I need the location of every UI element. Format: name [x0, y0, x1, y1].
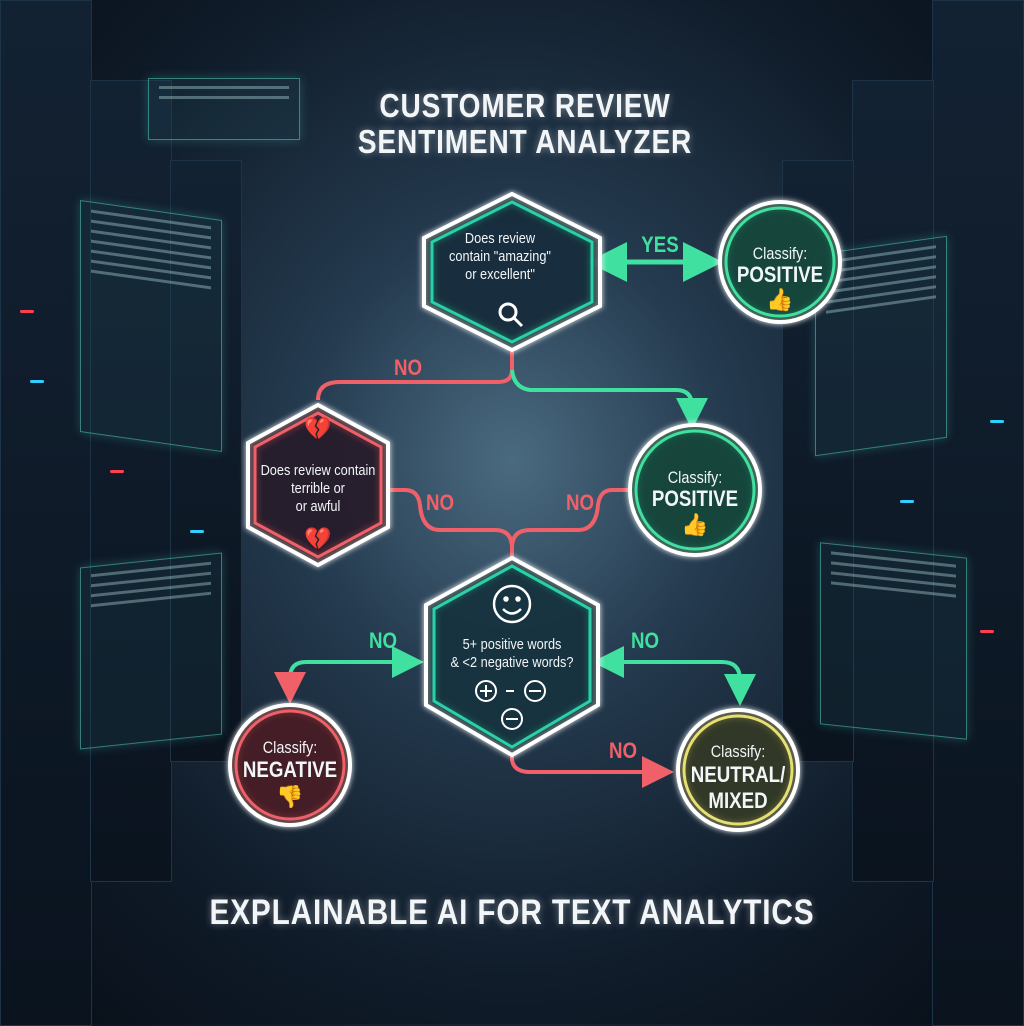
positive2-label: Classify:: [667, 468, 723, 487]
thumbs-up-icon: 👍: [681, 512, 709, 537]
positive1-label: Classify:: [752, 244, 808, 263]
edge-label-no-4: NO: [368, 628, 398, 653]
edge-label-no-6: NO: [608, 738, 638, 763]
edge-neutral-q3: [592, 646, 756, 706]
edge-q1-positive2: [510, 369, 708, 430]
broken-heart-icon: 💔: [304, 416, 332, 441]
result-node-negative: [228, 703, 352, 827]
q3-text: 5+ positive words& <2 negative words?: [450, 636, 574, 671]
edge-label-no-1: NO: [393, 355, 423, 380]
neutral-value-1: NEUTRAL/: [690, 762, 786, 787]
edge-label-no-5: NO: [630, 628, 660, 653]
negative-label: Classify:: [262, 738, 318, 757]
plus-minus-icons: [475, 680, 546, 730]
smiley-icon: [492, 584, 532, 624]
negative-value: NEGATIVE: [242, 757, 338, 782]
edge-negative-q3: [288, 646, 424, 690]
edge-q3-no-neutral: [510, 755, 674, 788]
result-node-neutral: [676, 708, 800, 832]
broken-heart-icon: 💔: [304, 526, 332, 551]
result-node-positive2: [628, 423, 762, 557]
edge-label-no-3: NO: [565, 490, 595, 515]
positive1-value: POSITIVE: [736, 262, 824, 287]
decision-node-q3: [424, 555, 600, 758]
thumbs-up-icon: 👍: [766, 287, 794, 312]
positive2-value: POSITIVE: [651, 486, 739, 511]
edge-label-yes: YES: [641, 232, 679, 257]
title-line-1: CUSTOMER REVIEW: [379, 87, 671, 124]
edge-q2-no-q3: [390, 488, 514, 560]
magnifier-icon: [498, 302, 524, 328]
thumbs-down-icon: 👎: [276, 784, 304, 809]
decision-node-q2: [246, 402, 390, 568]
footer-tagline: EXPLAINABLE AI FOR TEXT ANALYTICS: [209, 893, 815, 932]
edge-label-no-2: NO: [425, 490, 455, 515]
result-node-positive1: [718, 200, 842, 324]
neutral-label: Classify:: [710, 742, 766, 761]
decision-node-q1: [422, 191, 602, 353]
title-line-2: SENTIMENT ANALYZER: [357, 123, 693, 160]
edge-positive2-no-q3: [510, 488, 630, 549]
neutral-value-2: MIXED: [708, 788, 768, 813]
holo-panel: [148, 78, 300, 140]
